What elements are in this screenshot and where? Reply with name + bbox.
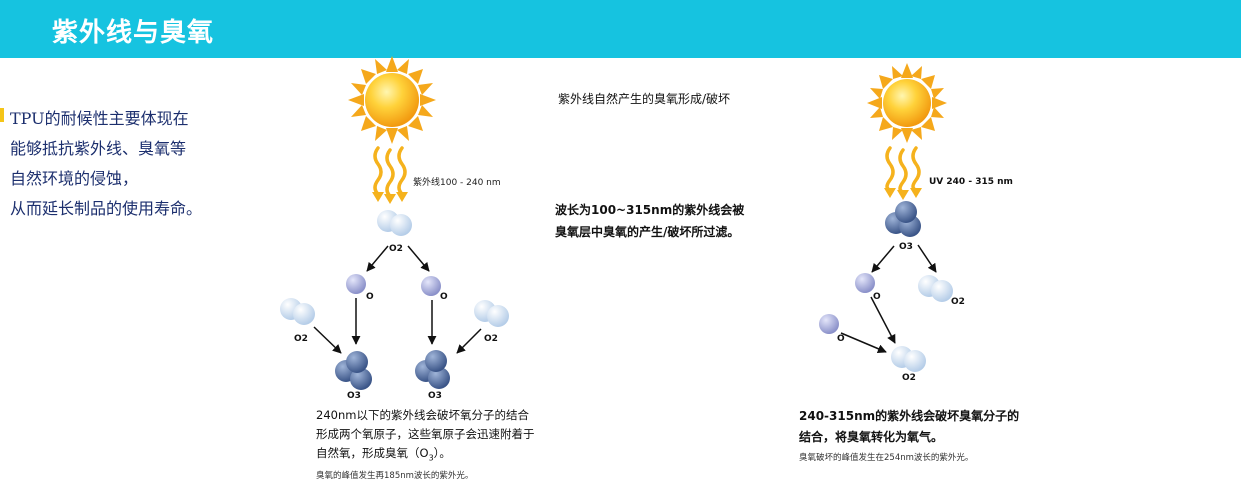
o-label: O (440, 292, 448, 302)
subscript: 3 (428, 453, 434, 463)
intro-text: TPU的耐候性主要体现在 能够抵抗紫外线、臭氧等 自然环境的侵蚀， 从而延长制品… (10, 104, 202, 224)
o3-label: O3 (899, 242, 913, 252)
o-atom-icon (421, 276, 441, 296)
sun-icon (348, 56, 436, 144)
o2-molecule-icon (474, 300, 509, 327)
o3-molecule-icon (415, 350, 450, 389)
uv-range-label: 紫外线100 - 240 nm (413, 178, 501, 188)
left-caption-end: ）。 (433, 446, 451, 460)
right-caption-line: 结合，将臭氧转化为氧气。 (799, 430, 944, 444)
page-title: 紫外线与臭氧 (52, 18, 215, 48)
o3-label: O3 (347, 391, 361, 401)
center-desc-line: 臭氧层中臭氧的产生/破坏所过滤。 (555, 225, 740, 239)
o3-molecule-icon (885, 201, 921, 237)
left-caption-line: 形成两个氧原子，这些氧原子会迅速附着于 (316, 427, 535, 441)
o2-molecule-icon (280, 298, 315, 325)
o2-label: O2 (951, 297, 965, 307)
center-title: 紫外线自然产生的臭氧形成/破坏 (558, 92, 731, 106)
left-caption-line: 240nm以下的紫外线会破坏氧分子的结合 (316, 408, 529, 422)
left-caption: 240nm以下的紫外线会破坏氧分子的结合 形成两个氧原子，这些氧原子会迅速附着于… (316, 406, 535, 467)
uv-range-label: UV 240 - 315 nm (929, 177, 1013, 187)
o-atom-icon (855, 273, 875, 293)
center-desc-line: 波长为100~315nm的紫外线会被 (555, 203, 745, 217)
o-atom-icon (819, 314, 839, 334)
o2-molecule-icon (918, 275, 953, 302)
right-caption: 240-315nm的紫外线会破坏臭氧分子的 结合，将臭氧转化为氧气。 (799, 406, 1019, 448)
o2-label: O2 (389, 244, 403, 254)
left-caption-text: 自然氧，形成臭氧（O (316, 446, 429, 460)
o2-label: O2 (294, 334, 308, 344)
right-note: 臭氧破坏的峰值发生在254nm波长的紫外光。 (799, 453, 974, 463)
o2-label: O2 (484, 334, 498, 344)
header-bar: 紫外线与臭氧 (0, 0, 1241, 58)
o2-label: O2 (902, 373, 916, 383)
center-description: 波长为100~315nm的紫外线会被 臭氧层中臭氧的产生/破坏所过滤。 (555, 199, 744, 243)
o-label: O (837, 334, 845, 344)
left-caption-line: 自然氧，形成臭氧（O3）。 (316, 444, 535, 467)
uv-rays-icon (885, 146, 921, 194)
o-label: O (873, 292, 881, 302)
intro-line: TPU的耐候性主要体现在 (10, 109, 189, 128)
o3-label: O3 (428, 391, 442, 401)
o-atom-icon (346, 274, 366, 294)
sun-icon (867, 63, 947, 143)
intro-line: 从而延长制品的使用寿命。 (10, 199, 203, 218)
uv-rays-icon (373, 146, 407, 198)
o-label: O (366, 292, 374, 302)
intro-line: 能够抵抗紫外线、臭氧等 (10, 139, 187, 158)
o3-molecule-icon (335, 351, 372, 390)
intro-line: 自然环境的侵蚀， (10, 169, 139, 188)
o2-molecule-icon (377, 210, 412, 236)
left-note: 臭氧的峰值发生再185nm波长的紫外光。 (316, 471, 474, 481)
right-caption-line: 240-315nm的紫外线会破坏臭氧分子的 (799, 409, 1020, 423)
bullet-marker (0, 108, 4, 122)
o2-molecule-icon (891, 346, 926, 372)
